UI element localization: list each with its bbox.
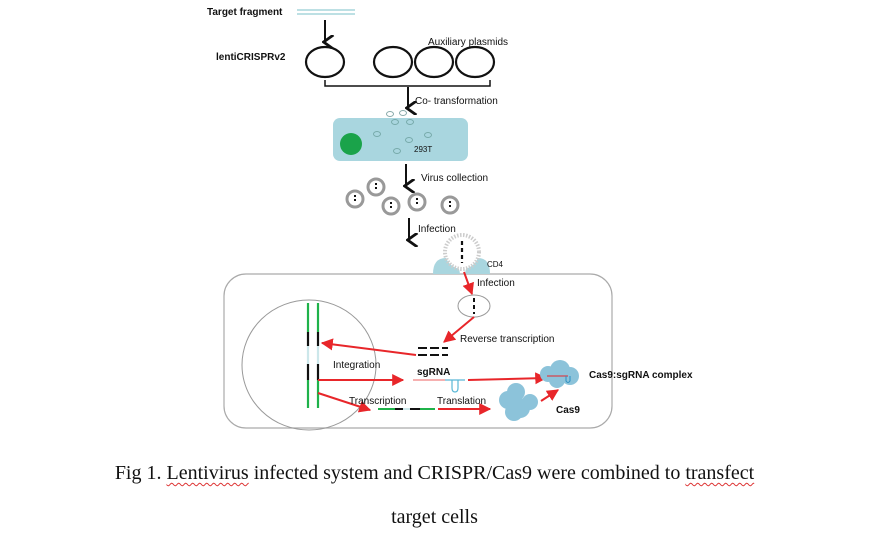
virus-particle	[407, 192, 427, 212]
auxiliary-plasmids-label: Auxiliary plasmids	[428, 37, 508, 48]
nucleus	[241, 299, 377, 431]
infection-outer-label: Infection	[418, 224, 456, 235]
auxiliary-plasmid-2	[413, 45, 455, 79]
complex-label: Cas9:sgRNA complex	[589, 370, 693, 381]
caption-word-lentivirus: Lentivirus	[166, 462, 249, 484]
figure-caption-line2: target cells	[391, 506, 478, 528]
reverse-transcription-label: Reverse transcription	[460, 334, 554, 345]
cas9-sgrna-complex	[540, 360, 579, 388]
cell-293t	[333, 118, 468, 161]
sgrna-label: sgRNA	[417, 367, 450, 378]
virus-particle	[381, 196, 401, 216]
caption-prefix: Fig 1.	[114, 462, 167, 484]
virus-particle	[345, 189, 365, 209]
transcription-label: Transcription	[349, 396, 406, 407]
proviral-dna	[418, 347, 448, 356]
integration-label: Integration	[333, 360, 380, 371]
virus-particles	[345, 177, 460, 216]
cd4-label: CD4	[487, 260, 504, 269]
arrow-reverse-transcription	[443, 316, 475, 343]
caption-middle: infected system and CRISPR/Cas9 were com…	[248, 462, 686, 484]
sgrna-molecule	[413, 379, 465, 393]
cell-line-label: 293T	[414, 145, 432, 154]
target-fragment-label: Target fragment	[207, 7, 283, 18]
co-transformation-bracket	[324, 80, 491, 87]
cell-nucleus-gfp	[340, 133, 362, 155]
arrow-integration	[320, 338, 417, 356]
lenticrisprv2-label: lentiCRISPRv2	[216, 52, 286, 63]
plasmid-particles	[386, 110, 407, 117]
auxiliary-plasmid-1	[372, 45, 414, 79]
lentivirus-crispr-diagram: Target fragment lentiCRISPRv2 Auxiliary …	[207, 7, 693, 431]
cas9-protein	[499, 383, 538, 421]
caption-word-transfect: transfect	[685, 462, 755, 484]
lenticrisprv2-plasmid	[304, 45, 346, 79]
arrow-transcription	[317, 392, 372, 413]
auxiliary-plasmid-3	[454, 45, 496, 79]
figure-caption-line1: Fig 1. Lentivirus infected system and CR…	[0, 462, 869, 485]
cas9-label: Cas9	[556, 405, 580, 416]
intracellular-plasmids	[373, 119, 432, 154]
translation-label: Translation	[437, 396, 486, 407]
virus-collection-label: Virus collection	[421, 173, 488, 184]
virus-particle	[366, 177, 386, 197]
host-chromosome	[306, 303, 320, 408]
co-transformation-label: Co- transformation	[415, 96, 498, 107]
virus-particle	[440, 195, 460, 215]
target-fragment-dna	[297, 9, 355, 15]
arrow-sgrna-to-complex	[467, 372, 548, 385]
arrow-cas9-to-complex	[540, 389, 560, 402]
target-cell	[223, 273, 613, 429]
binding-virus	[443, 233, 481, 271]
endosome-virus	[457, 294, 491, 318]
infection-inner-label: Infection	[477, 278, 515, 289]
arrow-infection-inner	[462, 271, 474, 296]
